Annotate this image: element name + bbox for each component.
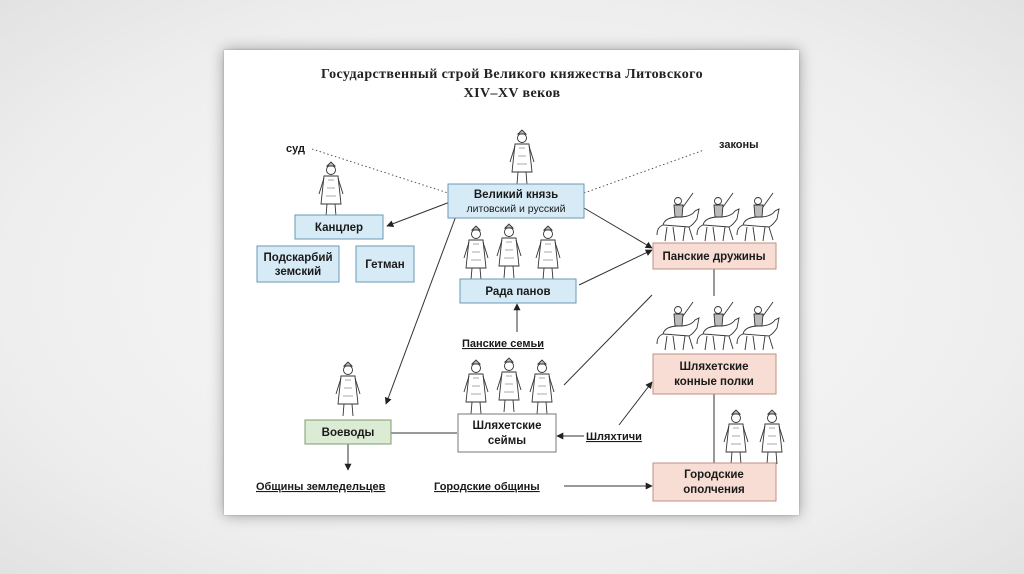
slide: Государственный строй Великого княжества… [224, 50, 799, 515]
treasurer-line2: земский [275, 266, 321, 278]
rada-label: Рада панов [485, 286, 550, 298]
chancellor-figure [318, 161, 344, 217]
gentry-regiments-box: Шляхетские конные полки [652, 353, 777, 395]
farmer-communities-label: Общины земледельцев [256, 481, 386, 493]
grand-prince-subtitle: литовский и русский [467, 203, 566, 215]
chancellor-box: Канцлер [294, 214, 384, 240]
gentry-regiments-line1: Шляхетские [679, 361, 748, 373]
diagram-title-line1: Государственный строй Великого княжества… [321, 67, 703, 82]
militia-figures [723, 409, 785, 465]
hetman-label: Гетман [365, 259, 405, 271]
city-communities-label: Городские общины [434, 481, 540, 493]
pan-retinues-box: Панские дружины [652, 242, 777, 270]
rada-box: Рада панов [459, 278, 577, 304]
treasurer-box: Подскарбий земский [256, 245, 340, 283]
city-militia-line2: ополчения [683, 484, 745, 496]
sejmik-figures [463, 357, 555, 415]
chancellor-label: Канцлер [315, 222, 363, 234]
sejmiks-line2: сеймы [488, 435, 526, 447]
gentry-cavalry-riders [656, 301, 780, 351]
treasurer-line1: Подскарбий [263, 252, 332, 264]
grand-prince-box: Великий князь литовский и русский [447, 183, 585, 219]
grand-prince-figure [509, 129, 535, 185]
diagram-title-line2: XIV–XV веков [464, 86, 561, 101]
sejmiks-box: Шляхетские сеймы [457, 413, 557, 453]
pan-retinues-label: Панские дружины [662, 251, 765, 263]
grand-prince-title: Великий князь [474, 189, 558, 201]
sejmiks-line1: Шляхетские [472, 420, 541, 432]
voivodes-label: Воеводы [322, 427, 375, 439]
arrows [344, 201, 715, 490]
laws-label: законы [719, 139, 759, 151]
hetman-box: Гетман [355, 245, 415, 283]
city-militia-box: Городские ополчения [652, 462, 777, 502]
city-militia-line1: Городские [684, 469, 744, 481]
state-structure-diagram: Государственный строй Великого княжества… [256, 67, 785, 502]
dotted-connectors [311, 148, 705, 194]
gentry-regiments-line2: конные полки [674, 376, 754, 388]
voivodes-box: Воеводы [304, 419, 392, 445]
voivode-figure [335, 361, 361, 417]
court-label: суд [286, 143, 305, 155]
pan-retinue-riders [656, 192, 780, 242]
pan-families-label: Панские семьи [462, 338, 544, 350]
rada-figures [463, 223, 561, 281]
szlachta-label: Шляхтичи [586, 431, 642, 443]
